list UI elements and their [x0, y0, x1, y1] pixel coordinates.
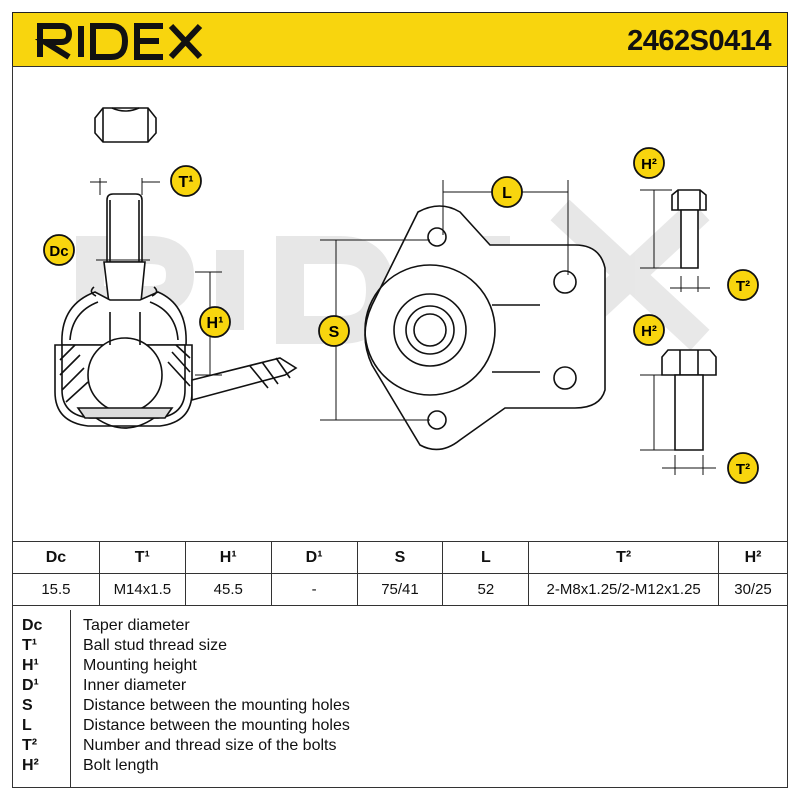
table-header-cell: Dc: [12, 541, 100, 574]
legend-description: Distance between the mounting holes: [83, 717, 350, 734]
table-cell: 75/41: [356, 573, 444, 606]
label-t1: T¹: [170, 165, 202, 197]
svg-text:T²: T²: [736, 461, 750, 478]
table-cell: -: [270, 573, 358, 606]
header-banner: 2462S0414: [12, 12, 788, 67]
legend-divider: [70, 610, 71, 788]
table-cell: 15.5: [12, 573, 100, 606]
table-cell: 2-M8x1.25/2-M12x1.25: [528, 573, 720, 606]
ball-joint-drawing: [54, 193, 298, 429]
legend-symbol: T¹: [22, 637, 38, 654]
svg-text:H¹: H¹: [207, 315, 224, 332]
bolt-small-drawing: [671, 189, 707, 269]
specs-table: Dc T¹ H¹ D¹ S L T² H² 15.5 M14x1.5 45.5 …: [12, 541, 788, 606]
svg-text:Dc: Dc: [49, 243, 68, 260]
legend-symbol: T²: [22, 737, 38, 754]
legend-description: Bolt length: [83, 757, 159, 774]
label-dc: Dc: [43, 234, 75, 266]
svg-text:H²: H²: [641, 323, 657, 340]
table-cell: 30/25: [718, 573, 788, 606]
legend-symbol: H²: [22, 757, 39, 774]
table-header-row: Dc T¹ H¹ D¹ S L T² H²: [12, 541, 788, 574]
table-header-cell: H¹: [184, 541, 272, 574]
svg-text:S: S: [329, 324, 340, 341]
legend-symbol: D¹: [22, 677, 39, 694]
technical-drawing: T¹ Dc H¹ S L H² T² H² T²: [43, 107, 759, 484]
legend-item: H² Bolt length: [22, 756, 350, 776]
label-h1: H¹: [199, 306, 231, 338]
legend-description: Distance between the mounting holes: [83, 697, 350, 714]
legend: Dc Taper diameter T¹ Ball stud thread si…: [22, 616, 350, 776]
legend-symbol: Dc: [22, 617, 43, 634]
table-header-cell: H²: [718, 541, 788, 574]
legend-item: T¹ Ball stud thread size: [22, 636, 350, 656]
table-header-cell: D¹: [270, 541, 358, 574]
legend-item: T² Number and thread size of the bolts: [22, 736, 350, 756]
svg-text:H²: H²: [641, 156, 657, 173]
table-header-cell: T¹: [98, 541, 186, 574]
table-header-cell: L: [442, 541, 530, 574]
legend-symbol: S: [22, 697, 33, 714]
label-l: L: [491, 176, 523, 208]
legend-description: Inner diameter: [83, 677, 187, 694]
svg-text:L: L: [502, 185, 512, 202]
label-s: S: [318, 315, 350, 347]
legend-item: H¹ Mounting height: [22, 656, 350, 676]
nut-drawing: [94, 107, 157, 143]
legend-description: Taper diameter: [83, 617, 190, 634]
label-h2-bottom: H²: [633, 314, 665, 346]
svg-text:T²: T²: [736, 278, 750, 295]
drawing-frame: [12, 66, 788, 788]
table-cell: 52: [442, 573, 530, 606]
part-number: 2462S0414: [627, 25, 771, 57]
legend-item: S Distance between the mounting holes: [22, 696, 350, 716]
legend-item: L Distance between the mounting holes: [22, 716, 350, 736]
label-t2-top: T²: [727, 269, 759, 301]
label-h2-top: H²: [633, 147, 665, 179]
table-cell: M14x1.5: [98, 573, 186, 606]
ridex-logo: [35, 23, 203, 60]
svg-text:T¹: T¹: [178, 174, 193, 191]
legend-symbol: L: [22, 717, 32, 734]
mounting-plate-drawing: [364, 205, 606, 451]
legend-item: Dc Taper diameter: [22, 616, 350, 636]
legend-description: Mounting height: [83, 657, 197, 674]
legend-description: Ball stud thread size: [83, 637, 228, 654]
table-header-cell: S: [356, 541, 444, 574]
table-cell: 45.5: [184, 573, 272, 606]
table-header-cell: T²: [528, 541, 720, 574]
legend-symbol: H¹: [22, 657, 39, 674]
label-t2-bottom: T²: [727, 452, 759, 484]
table-row: 15.5 M14x1.5 45.5 - 75/41 52 2-M8x1.25/2…: [12, 573, 788, 606]
legend-item: D¹ Inner diameter: [22, 676, 350, 696]
legend-description: Number and thread size of the bolts: [83, 737, 337, 754]
bolt-large-drawing: [661, 349, 717, 451]
